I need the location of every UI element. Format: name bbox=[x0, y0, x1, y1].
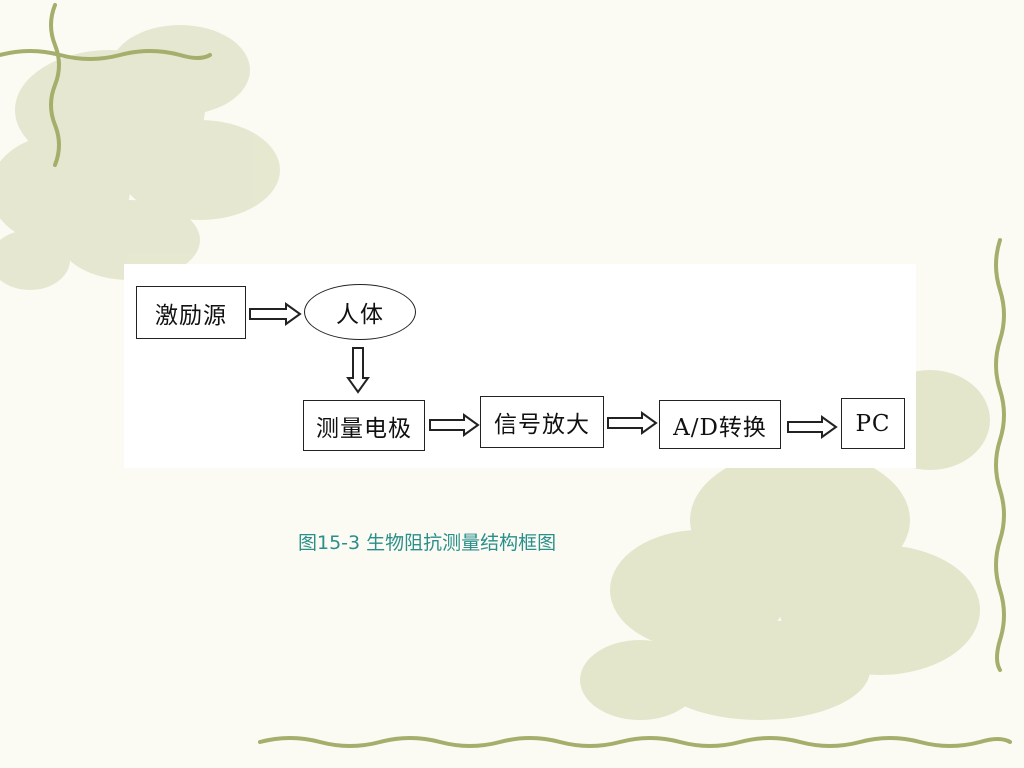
arrow-right-icon bbox=[787, 415, 838, 439]
arrow-right-icon bbox=[249, 302, 302, 326]
figure-caption: 图15-3 生物阻抗测量结构框图 bbox=[298, 532, 557, 554]
node-ad-converter: A/D转换 bbox=[659, 400, 781, 449]
node-excitation-source: 激励源 bbox=[136, 286, 246, 339]
arrow-down-icon bbox=[346, 347, 370, 394]
faded-flower-top-left bbox=[0, 25, 280, 290]
faded-flower-bottom-right bbox=[580, 370, 990, 720]
node-signal-amplifier: 信号放大 bbox=[480, 396, 604, 448]
node-pc: PC bbox=[841, 398, 905, 449]
arrow-right-icon bbox=[429, 413, 480, 437]
block-diagram: 激励源 人体 测量电极 信号放大 A/D转换 PC bbox=[124, 264, 916, 468]
node-measuring-electrode: 测量电极 bbox=[303, 400, 425, 451]
node-human-body: 人体 bbox=[304, 284, 416, 340]
vine-border bbox=[0, 3, 1012, 748]
arrow-right-icon bbox=[607, 411, 658, 435]
